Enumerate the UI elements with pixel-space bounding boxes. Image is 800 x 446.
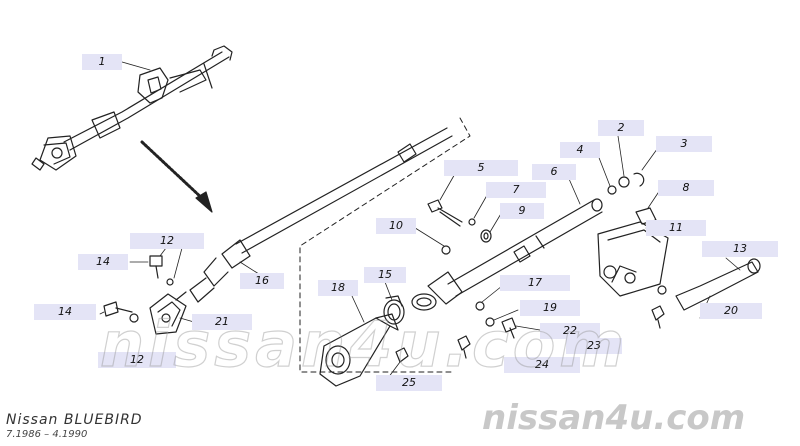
part-19-washer bbox=[485, 317, 495, 327]
callout-part-3[interactable]: 3 bbox=[656, 136, 712, 152]
part-10-washer bbox=[441, 245, 451, 255]
part-9-bushing bbox=[480, 229, 492, 243]
callout-part-18[interactable]: 18 bbox=[318, 280, 358, 296]
callout-part-11[interactable]: 11 bbox=[646, 220, 706, 236]
callout-part-12-lower[interactable]: 12 bbox=[98, 352, 176, 368]
callout-part-10[interactable]: 10 bbox=[376, 218, 416, 234]
callout-part-4[interactable]: 4 bbox=[560, 142, 600, 158]
callout-part-17[interactable]: 17 bbox=[500, 275, 570, 291]
part-4-washer bbox=[607, 185, 617, 195]
callout-part-20[interactable]: 20 bbox=[700, 303, 762, 319]
part-2-washer bbox=[618, 176, 630, 188]
part-24-grease-fitting bbox=[457, 335, 471, 359]
callout-part-21[interactable]: 21 bbox=[192, 314, 252, 330]
assembly-dashed-guide bbox=[299, 117, 471, 373]
part-12-bolt-upper bbox=[149, 255, 174, 286]
callout-part-2[interactable]: 2 bbox=[598, 120, 644, 136]
part-1-steering-column-assembly bbox=[31, 45, 233, 171]
callout-part-7[interactable]: 7 bbox=[486, 182, 546, 198]
part-20-tilt-lever bbox=[675, 258, 761, 311]
model-name: Nissan BLUEBIRD bbox=[6, 412, 143, 428]
part-7-clip bbox=[468, 218, 476, 226]
callout-part-14-lower[interactable]: 14 bbox=[34, 304, 96, 320]
callout-part-15[interactable]: 15 bbox=[364, 267, 406, 283]
callout-part-24[interactable]: 24 bbox=[504, 357, 580, 373]
part-3-snap-ring bbox=[633, 172, 645, 187]
callout-part-13[interactable]: 13 bbox=[702, 241, 778, 257]
callout-part-23[interactable]: 23 bbox=[566, 338, 622, 354]
part-25-nut bbox=[395, 347, 409, 363]
watermark-corner: nissan4u.com bbox=[482, 398, 746, 438]
part-13-washer bbox=[657, 285, 667, 295]
part-14-bolt-lower bbox=[103, 301, 139, 323]
callout-part-9[interactable]: 9 bbox=[500, 203, 544, 219]
callout-part-19[interactable]: 19 bbox=[520, 300, 580, 316]
callout-part-16[interactable]: 16 bbox=[240, 273, 284, 289]
production-range: 7.1986 – 4.1990 bbox=[6, 429, 88, 440]
part-6-column-jacket bbox=[411, 198, 603, 311]
callout-part-14-upper[interactable]: 14 bbox=[78, 254, 128, 270]
watermark-center: nissan4u.com bbox=[99, 307, 628, 381]
callout-part-1[interactable]: 1 bbox=[82, 54, 122, 70]
callout-part-12-upper[interactable]: 12 bbox=[130, 233, 204, 249]
part-21-universal-joint bbox=[149, 293, 187, 335]
part-16-intermediate-shaft bbox=[175, 127, 453, 303]
callout-part-5[interactable]: 5 bbox=[444, 160, 518, 176]
part-23-grease-fitting bbox=[651, 305, 665, 329]
callout-part-8[interactable]: 8 bbox=[658, 180, 714, 196]
callout-part-22[interactable]: 22 bbox=[540, 323, 600, 339]
part-22-screw bbox=[501, 317, 517, 339]
assembly-direction-arrow bbox=[140, 140, 213, 213]
part-5-bolt bbox=[427, 199, 463, 227]
part-17-washer bbox=[475, 301, 485, 311]
part-15-clamp bbox=[383, 295, 405, 325]
callout-part-6[interactable]: 6 bbox=[532, 164, 576, 180]
callout-part-25[interactable]: 25 bbox=[376, 375, 442, 391]
part-11-column-bracket bbox=[597, 221, 669, 297]
